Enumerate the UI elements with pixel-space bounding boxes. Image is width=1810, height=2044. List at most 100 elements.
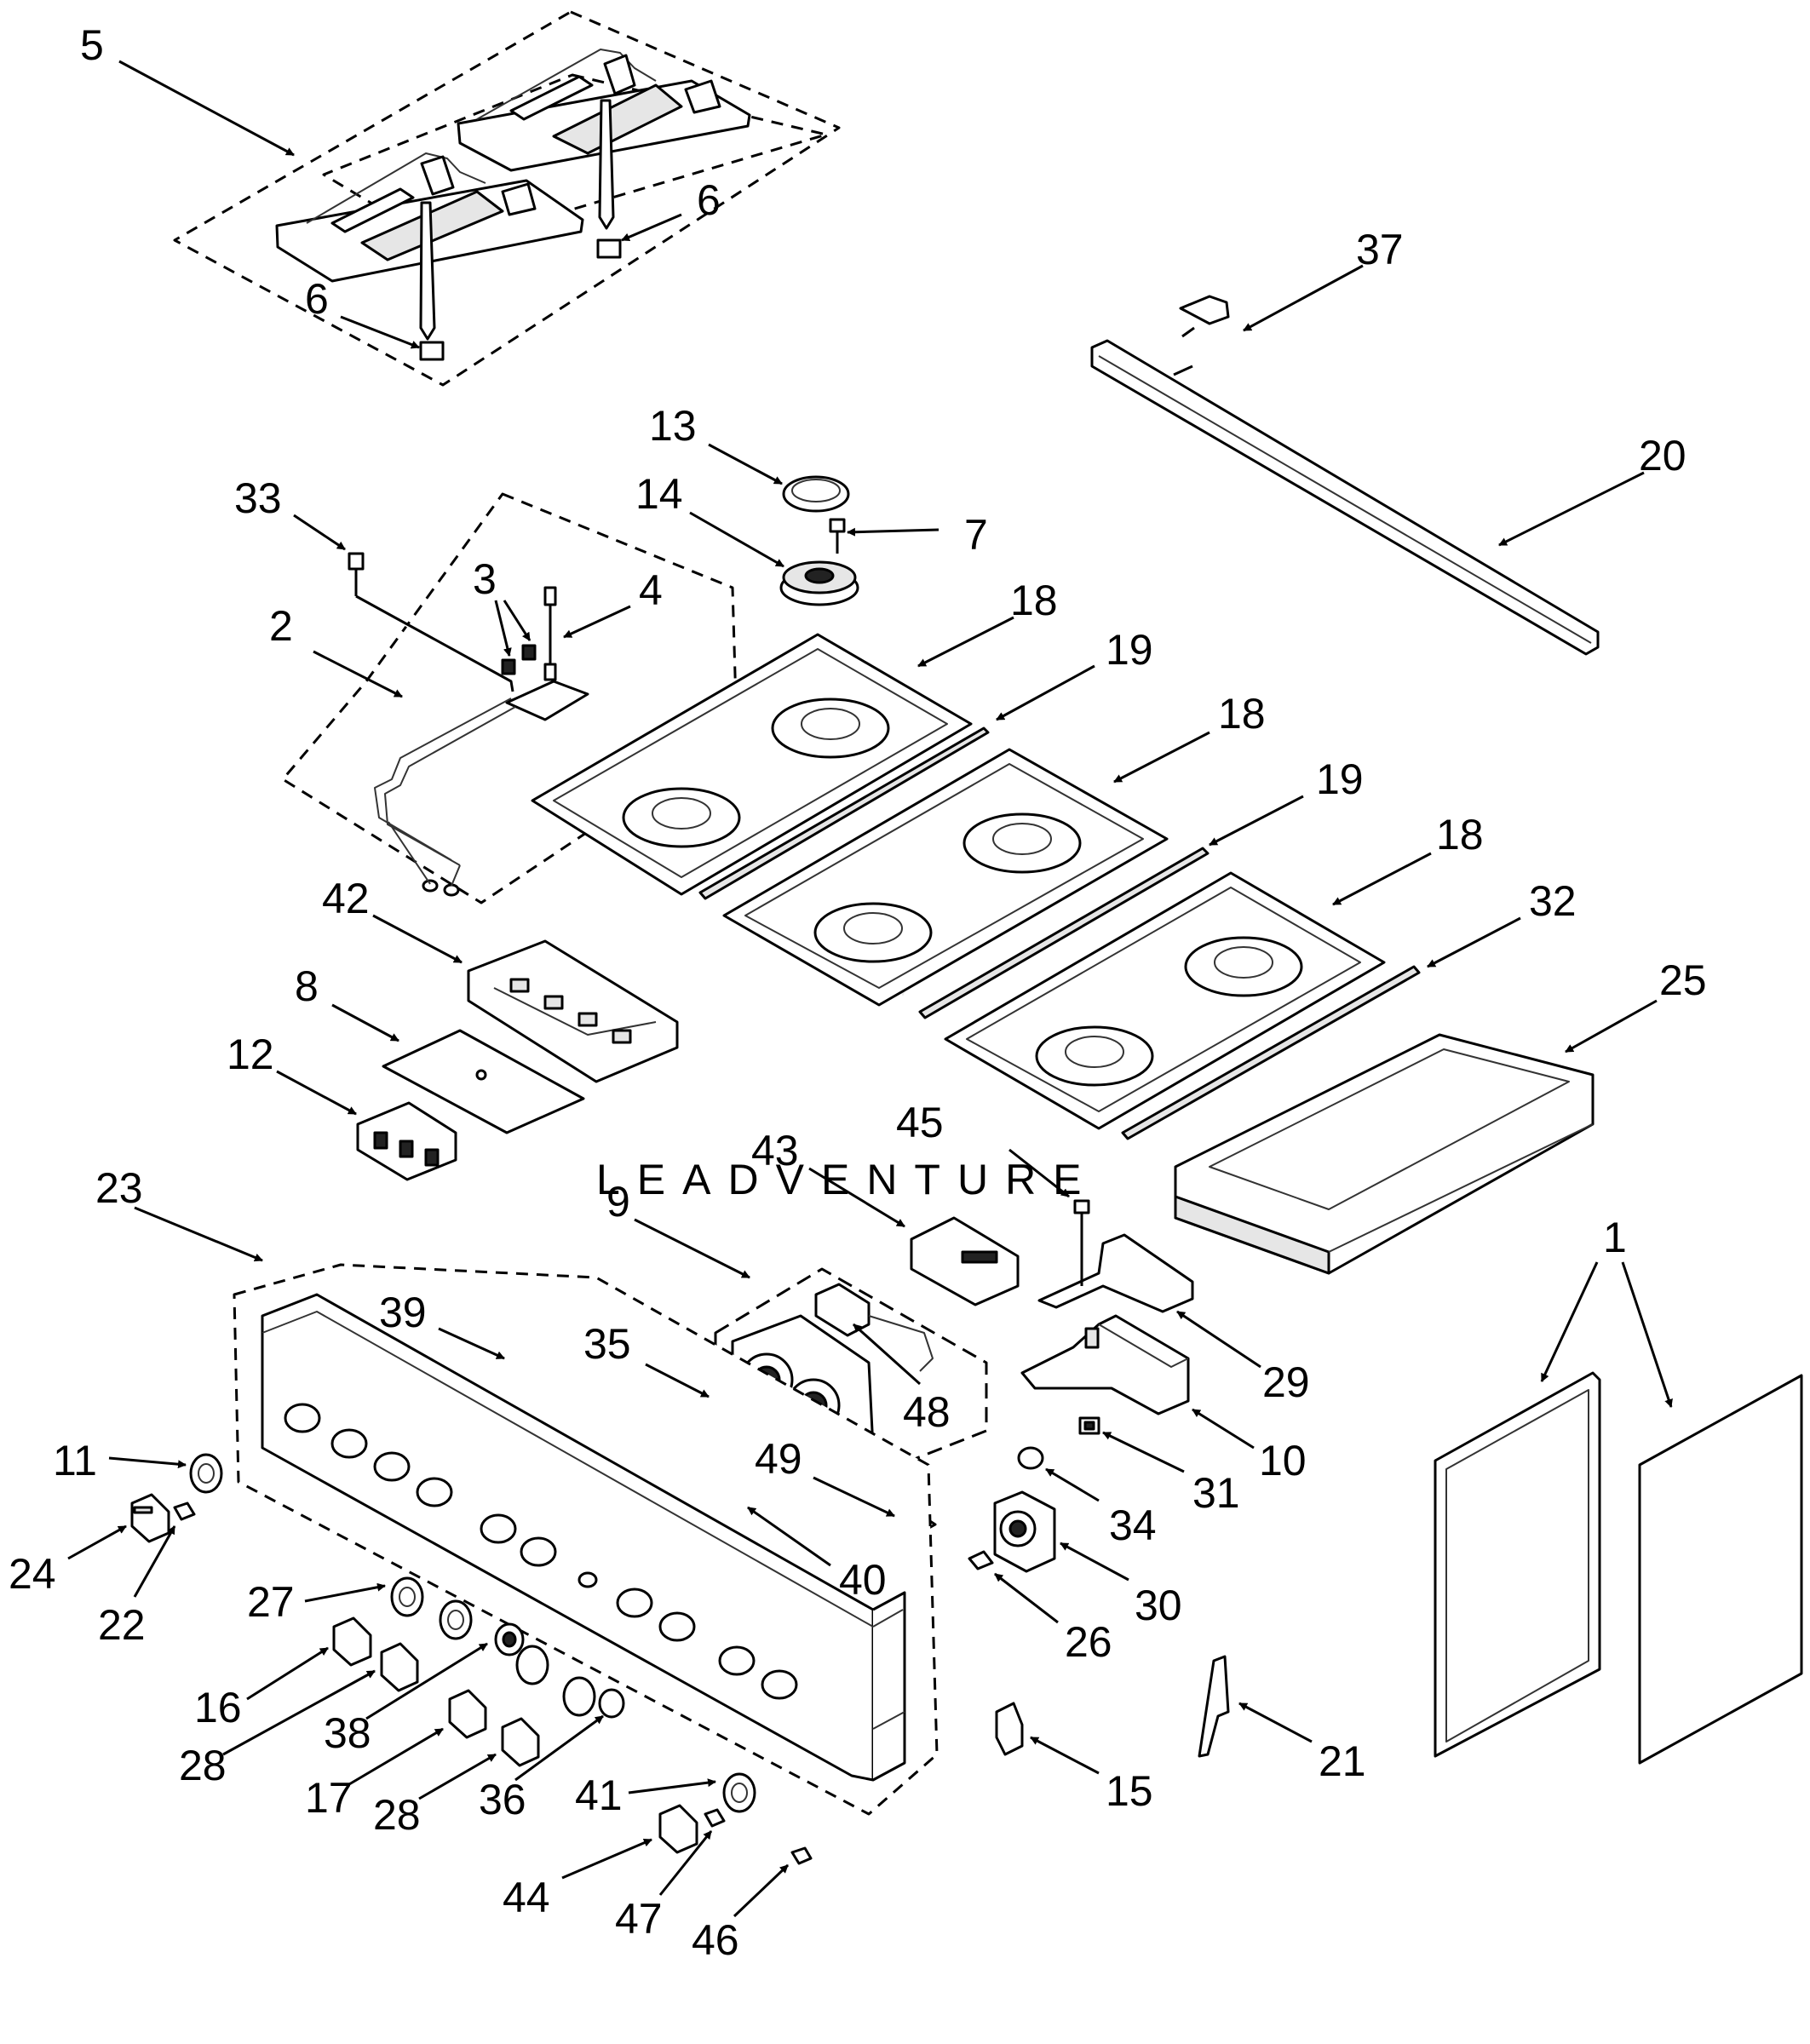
side-panel-1-right [1638, 1374, 1803, 1765]
strip-32 [1121, 965, 1421, 1140]
callout-25: 25 [1659, 956, 1707, 1004]
plug-34 [1017, 1446, 1044, 1470]
screw-45 [1073, 1199, 1090, 1235]
bracket-21 [1198, 1655, 1230, 1758]
callout-47: 47 [615, 1895, 663, 1943]
callout-19b: 19 [1316, 755, 1364, 803]
callout-30: 30 [1135, 1582, 1182, 1629]
callout-28a: 28 [179, 1742, 227, 1789]
callout-3: 3 [473, 555, 497, 603]
callout-8: 8 [295, 962, 319, 1010]
callout-32: 32 [1529, 877, 1577, 925]
griddle-25 [1174, 1033, 1595, 1275]
screw-22 [173, 1501, 196, 1521]
bracket-29 [1037, 1233, 1194, 1313]
callout-36: 36 [479, 1776, 526, 1823]
callout-21: 21 [1319, 1737, 1366, 1785]
knob-28-lower [501, 1717, 540, 1767]
strip-19-b [918, 847, 1210, 1019]
knob-44 [658, 1804, 698, 1854]
callout-40: 40 [839, 1556, 887, 1604]
burner-tray-18-a [531, 633, 973, 896]
callout-1: 1 [1603, 1214, 1627, 1261]
burner-tray-18-c [944, 871, 1386, 1130]
callout-10: 10 [1259, 1437, 1307, 1484]
bezel-11 [189, 1453, 223, 1494]
module-43 [910, 1216, 1020, 1306]
callout-9: 9 [606, 1178, 630, 1226]
burner-cap-13 [782, 475, 850, 513]
callout-19a: 19 [1106, 626, 1153, 674]
callout-24: 24 [9, 1550, 56, 1598]
callout-6a: 6 [697, 176, 721, 224]
callout-29: 29 [1262, 1358, 1310, 1406]
callout-11: 11 [53, 1437, 97, 1484]
callout-15: 15 [1106, 1767, 1153, 1815]
callout-48: 48 [903, 1388, 951, 1436]
grates-assembly [173, 10, 841, 387]
screw-7 [829, 518, 846, 554]
callout-42: 42 [322, 875, 370, 922]
callout-37: 37 [1356, 226, 1404, 273]
callout-45: 45 [896, 1099, 944, 1146]
callout-44: 44 [503, 1874, 550, 1921]
burner-base-14 [779, 560, 859, 606]
callout-35: 35 [583, 1320, 631, 1368]
screw-47 [704, 1808, 726, 1828]
bezel-41 [722, 1772, 756, 1813]
bezel-upper-right [515, 1645, 549, 1685]
callout-14: 14 [635, 470, 683, 518]
callout-49: 49 [755, 1435, 802, 1483]
ring-38 [494, 1622, 525, 1656]
callout-20: 20 [1639, 432, 1686, 479]
bezel-36 [562, 1676, 625, 1719]
knob-24 [130, 1493, 170, 1543]
side-panel-1-left [1434, 1371, 1601, 1758]
callout-26: 26 [1065, 1618, 1112, 1666]
front-panel-23 [233, 1263, 939, 1816]
callout-23: 23 [95, 1164, 143, 1212]
callout-41: 41 [575, 1771, 623, 1819]
callout-4: 4 [639, 566, 663, 614]
terminal-block-12 [356, 1101, 457, 1181]
screw-26 [968, 1550, 994, 1570]
callout-7: 7 [964, 511, 988, 559]
housing-10 [1020, 1314, 1190, 1415]
callout-31: 31 [1192, 1469, 1240, 1517]
callout-13: 13 [649, 402, 697, 450]
callout-34: 34 [1109, 1501, 1157, 1549]
callout-38: 38 [324, 1709, 371, 1757]
callout-46: 46 [692, 1916, 739, 1964]
callout-18a: 18 [1010, 577, 1058, 624]
screw-37 [1173, 295, 1230, 376]
callout-22: 22 [98, 1601, 146, 1649]
bracket-15 [995, 1702, 1024, 1756]
callout-18c: 18 [1436, 811, 1484, 858]
watermark-text: LEADVENTURE [596, 1156, 1099, 1203]
callout-33: 33 [234, 474, 282, 522]
callout-27: 27 [247, 1578, 295, 1626]
callout-17: 17 [305, 1774, 353, 1822]
knob-28-upper [380, 1642, 419, 1692]
knob-17 [448, 1689, 487, 1739]
trim-rail-20 [1090, 339, 1600, 656]
callouts: 5 6 6 37 20 13 14 7 33 3 4 2 18 19 18 19 [9, 21, 1707, 1964]
callout-43: 43 [751, 1127, 799, 1174]
callout-39: 39 [379, 1289, 427, 1336]
control-switch-30 [993, 1490, 1056, 1573]
control-board-42 [467, 939, 679, 1083]
insulation-sheet-8 [382, 1029, 585, 1134]
switch-31 [1078, 1416, 1100, 1435]
callout-6b: 6 [305, 275, 329, 323]
callout-16: 16 [194, 1684, 242, 1731]
callout-28b: 28 [373, 1791, 421, 1839]
burner-tray-18-b [722, 748, 1169, 1007]
screw-46 [790, 1846, 813, 1865]
knob-16 [332, 1616, 372, 1667]
callout-2: 2 [269, 602, 293, 650]
callout-5: 5 [80, 21, 104, 69]
callout-18b: 18 [1218, 690, 1266, 738]
callout-12: 12 [227, 1031, 274, 1078]
strip-19-a [698, 726, 990, 900]
